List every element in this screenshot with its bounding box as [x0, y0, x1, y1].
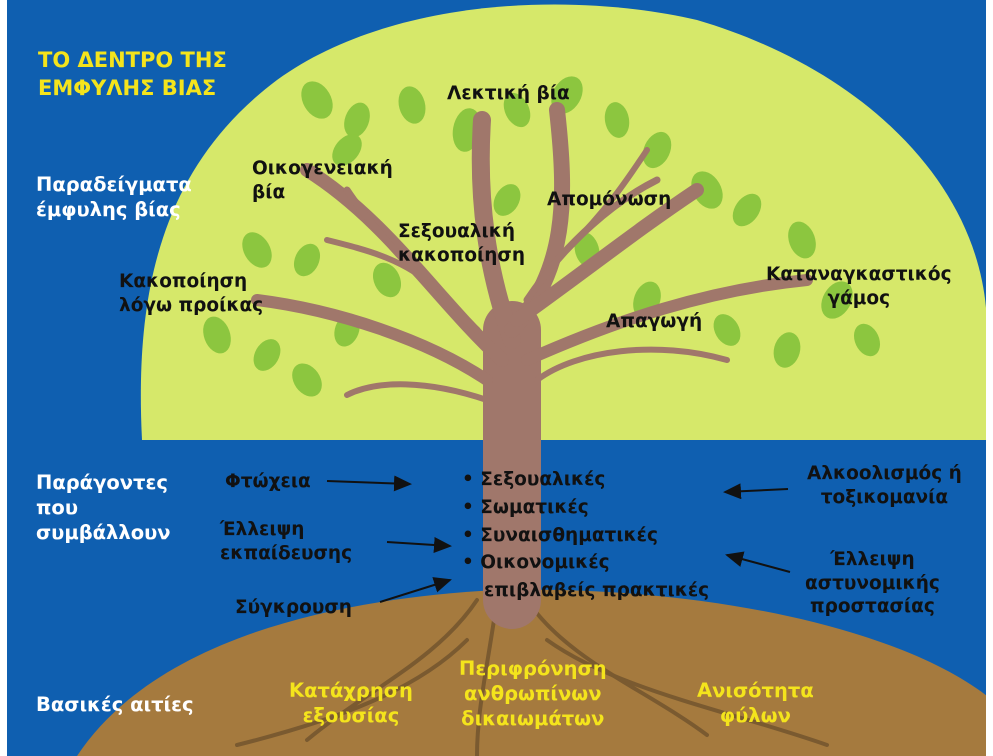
label-line: Παράγοντες	[36, 471, 168, 494]
label-line: γάμος	[827, 287, 891, 309]
arrow-police	[725, 551, 791, 573]
practice-item: Συναισθηματικές	[462, 522, 709, 550]
label-line: συμβάλλουν	[36, 520, 171, 544]
example-sexual-abuse: Σεξουαλική κακοποίηση	[398, 220, 525, 267]
harmful-practices-list: Σεξουαλικές Σωματικές Συναισθηματικές Οι…	[462, 466, 709, 605]
label-line: λόγω προίκας	[119, 294, 264, 316]
factors-section-label: Παράγοντες που συμβάλλουν	[36, 471, 171, 546]
label-line: Σεξουαλική	[398, 221, 516, 242]
arrows	[326, 475, 791, 603]
arrow-conflict	[379, 577, 452, 603]
diagram-frame: ΤΟ ΔΕΝΤΡΟ ΤΗΣ ΕΜΦΥΛΗΣ ΒΙΑΣ Παραδείγματα …	[7, 0, 986, 756]
cause-gender-inequality: Ανισότητα φύλων	[697, 679, 814, 729]
label-line: Έλλειψη	[830, 549, 915, 570]
practice-suffix: επιβλαβείς πρακτικές	[484, 580, 710, 601]
label-line: Αλκοολισμός ή	[807, 463, 962, 484]
label-line: Οικογενειακή	[252, 158, 393, 179]
label-line: Κατάχρηση	[289, 679, 413, 702]
example-verbal-violence: Λεκτική βία	[447, 83, 570, 104]
cause-disregard-human-rights: Περιφρόνηση ανθρωπίνων δικαιωμάτων	[459, 657, 607, 732]
label-line: φύλων	[719, 703, 791, 727]
factor-lack-police: Έλλειψη αστυνομικής προστασίας	[805, 548, 940, 619]
examples-section-label: Παραδείγματα έμφυλης βίας	[36, 173, 192, 223]
arrow-addiction	[723, 483, 789, 500]
example-family-violence: Οικογενειακή βία	[252, 157, 393, 204]
factor-addiction: Αλκοολισμός ή τοξικομανία	[807, 462, 962, 509]
factor-conflict: Σύγκρουση	[235, 597, 352, 618]
soil-mound	[77, 589, 986, 756]
factor-lack-education: Έλλειψη εκπαίδευσης	[220, 518, 352, 565]
label-line: βία	[252, 181, 286, 203]
label-line: τοξικομανία	[820, 486, 949, 508]
label-line: Κακοποίηση	[119, 271, 248, 292]
arrow-poverty	[326, 475, 412, 492]
title-line: ΕΜΦΥΛΗΣ ΒΙΑΣ	[38, 76, 217, 101]
root-causes-section-label: Βασικές αιτίες	[36, 693, 194, 716]
diagram-title: ΤΟ ΔΕΝΤΡΟ ΤΗΣ ΕΜΦΥΛΗΣ ΒΙΑΣ	[38, 46, 227, 103]
tree-roots	[235, 598, 829, 756]
factor-poverty: Φτώχεια	[225, 471, 311, 492]
label-line: εκπαίδευσης	[220, 542, 353, 564]
example-isolation: Απομόνωση	[547, 189, 672, 210]
arrow-education	[386, 537, 452, 553]
cause-abuse-of-power: Κατάχρηση εξουσίας	[289, 679, 413, 729]
label-line: Καταναγκαστικός	[766, 264, 952, 285]
practice-item: Σωματικές	[462, 494, 709, 522]
title-line: ΤΟ ΔΕΝΤΡΟ ΤΗΣ	[38, 48, 227, 72]
label-line: Περιφρόνηση	[459, 657, 607, 680]
label-line: Ανισότητα	[697, 679, 814, 702]
example-abduction: Απαγωγή	[606, 311, 703, 332]
label-line: ανθρωπίνων	[464, 681, 602, 705]
label-line: προστασίας	[810, 596, 935, 618]
label-line: δικαιωμάτων	[461, 706, 605, 730]
label-line: έμφυλης βίας	[36, 197, 181, 221]
example-dowry-abuse: Κακοποίηση λόγω προίκας	[119, 270, 263, 317]
label-line: Παραδείγματα	[36, 173, 192, 196]
label-line: Έλλειψη	[220, 519, 305, 540]
example-forced-marriage: Καταναγκαστικός γάμος	[766, 263, 952, 310]
label-line: αστυνομικής	[805, 572, 940, 594]
practice-item: Οικονομικές	[462, 549, 709, 577]
label-line: που	[36, 495, 78, 519]
label-line: εξουσίας	[302, 703, 400, 727]
practice-item: Σεξουαλικές	[462, 466, 709, 494]
label-line: κακοποίηση	[398, 244, 526, 266]
tree-illustration	[77, 4, 986, 756]
